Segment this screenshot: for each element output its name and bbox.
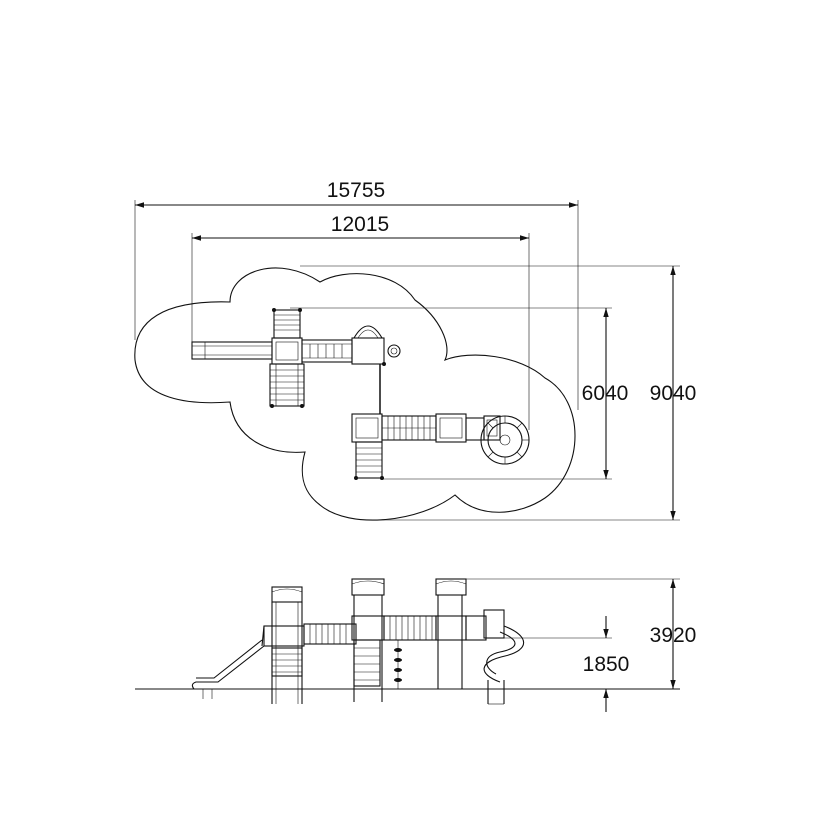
elevation-bridge-2 xyxy=(383,615,437,689)
elevation-left-slide xyxy=(191,639,265,699)
elevation-middle-tower xyxy=(351,578,385,702)
dimension-structure-width-label: 12015 xyxy=(331,213,389,236)
elevation-right-tower xyxy=(435,578,505,689)
plan-lower-structure xyxy=(351,413,530,480)
dimension-overall-width: 15755 xyxy=(134,179,579,410)
dimension-total-height-label: 3920 xyxy=(650,624,697,647)
plan-upper-structure xyxy=(191,308,401,414)
dimension-platform-height-label: 1850 xyxy=(583,653,630,676)
dimension-structure-depth-label: 6040 xyxy=(582,382,629,405)
elevation-left-tower xyxy=(261,586,305,704)
elevation-view: 3920 1850 xyxy=(135,578,697,712)
dimension-platform-height: 1850 xyxy=(500,616,629,712)
plan-view: 15755 12015 6040 9040 xyxy=(134,179,697,521)
dimension-total-height: 3920 xyxy=(466,578,697,689)
dimension-overall-depth: 9040 xyxy=(300,265,697,521)
dimension-overall-depth-label: 9040 xyxy=(650,382,697,405)
dimension-overall-width-label: 15755 xyxy=(327,179,385,202)
dimension-structure-depth: 6040 xyxy=(290,307,629,480)
safety-zone-outline xyxy=(134,267,576,521)
elevation-spiral-slide xyxy=(483,625,524,705)
dimension-structure-width: 12015 xyxy=(191,213,530,430)
elevation-bridge-1 xyxy=(303,623,357,645)
